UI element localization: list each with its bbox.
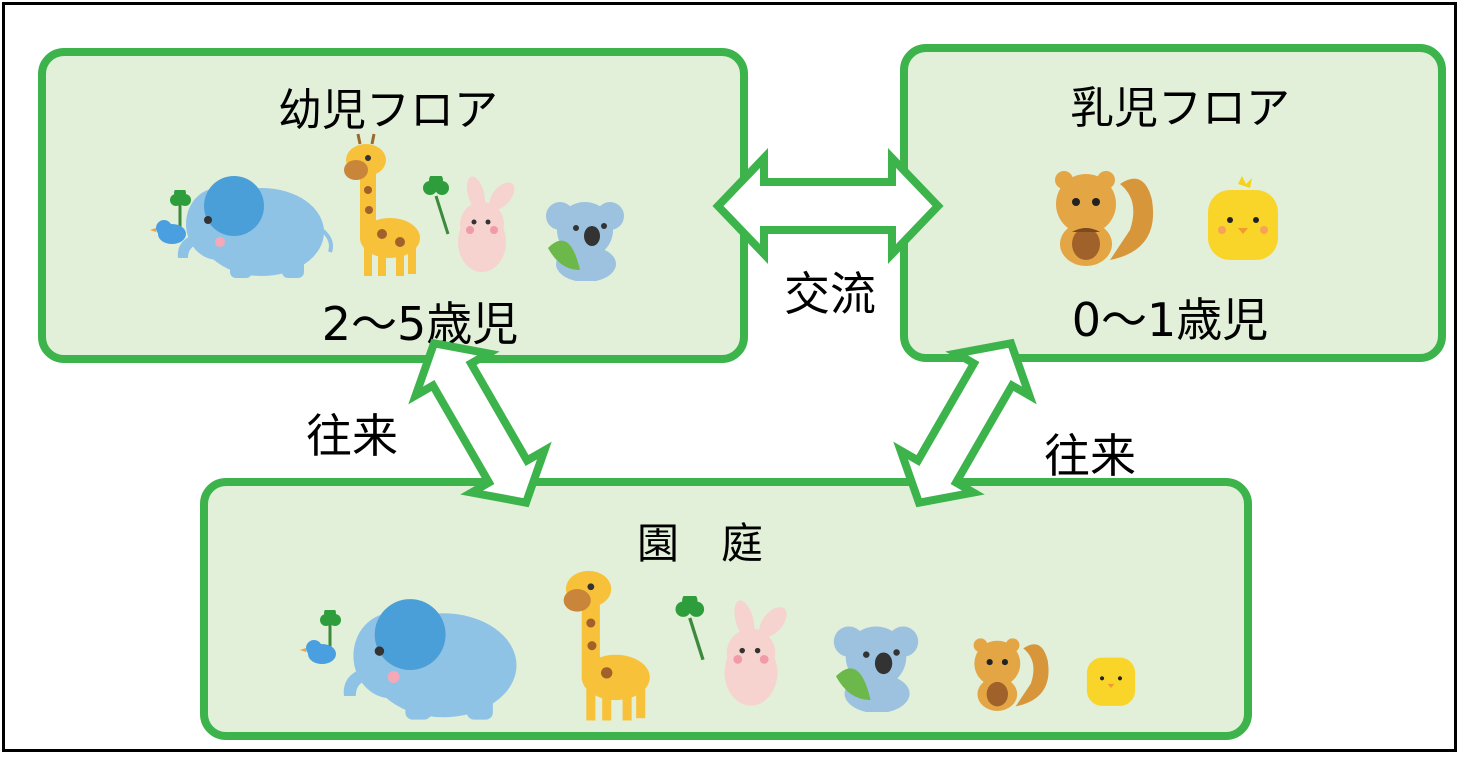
bluebird-icon — [300, 610, 341, 664]
elephant-icon — [343, 599, 517, 720]
go-back-label-left: 往来 — [306, 409, 398, 463]
infant-floor-age: 0～1歳児 — [1071, 293, 1269, 347]
koala-icon — [833, 626, 919, 712]
exchange-label: 交流 — [784, 267, 876, 321]
garden-title: 園 庭 — [636, 519, 763, 568]
toddler-floor-box — [38, 48, 748, 363]
koala-icon — [546, 202, 624, 281]
clover-icon — [675, 596, 705, 661]
right-go-back-double-arrow — [893, 338, 1037, 508]
clover-icon — [423, 176, 450, 235]
giraffe-icon — [563, 570, 650, 721]
infant-floor-title: 乳児フロア — [1070, 83, 1290, 134]
infant-floor-box — [900, 44, 1446, 362]
bluebird-icon — [150, 190, 191, 244]
elephant-icon — [177, 176, 333, 278]
exchange-double-arrow — [712, 148, 944, 264]
rabbit-icon — [724, 600, 787, 706]
toddler-floor-age: 2～5歳児 — [321, 297, 519, 351]
go-back-label-right: 往来 — [1044, 429, 1136, 483]
chick-icon — [1086, 657, 1136, 706]
chick-icon — [1208, 176, 1278, 260]
squirrel-icon — [973, 638, 1049, 711]
left-go-back-double-arrow — [408, 338, 552, 508]
toddler-floor-title: 幼児フロア — [278, 85, 498, 136]
rabbit-icon — [458, 176, 515, 272]
garden-box — [200, 478, 1252, 740]
giraffe-icon — [344, 133, 420, 276]
squirrel-icon — [1055, 171, 1154, 266]
